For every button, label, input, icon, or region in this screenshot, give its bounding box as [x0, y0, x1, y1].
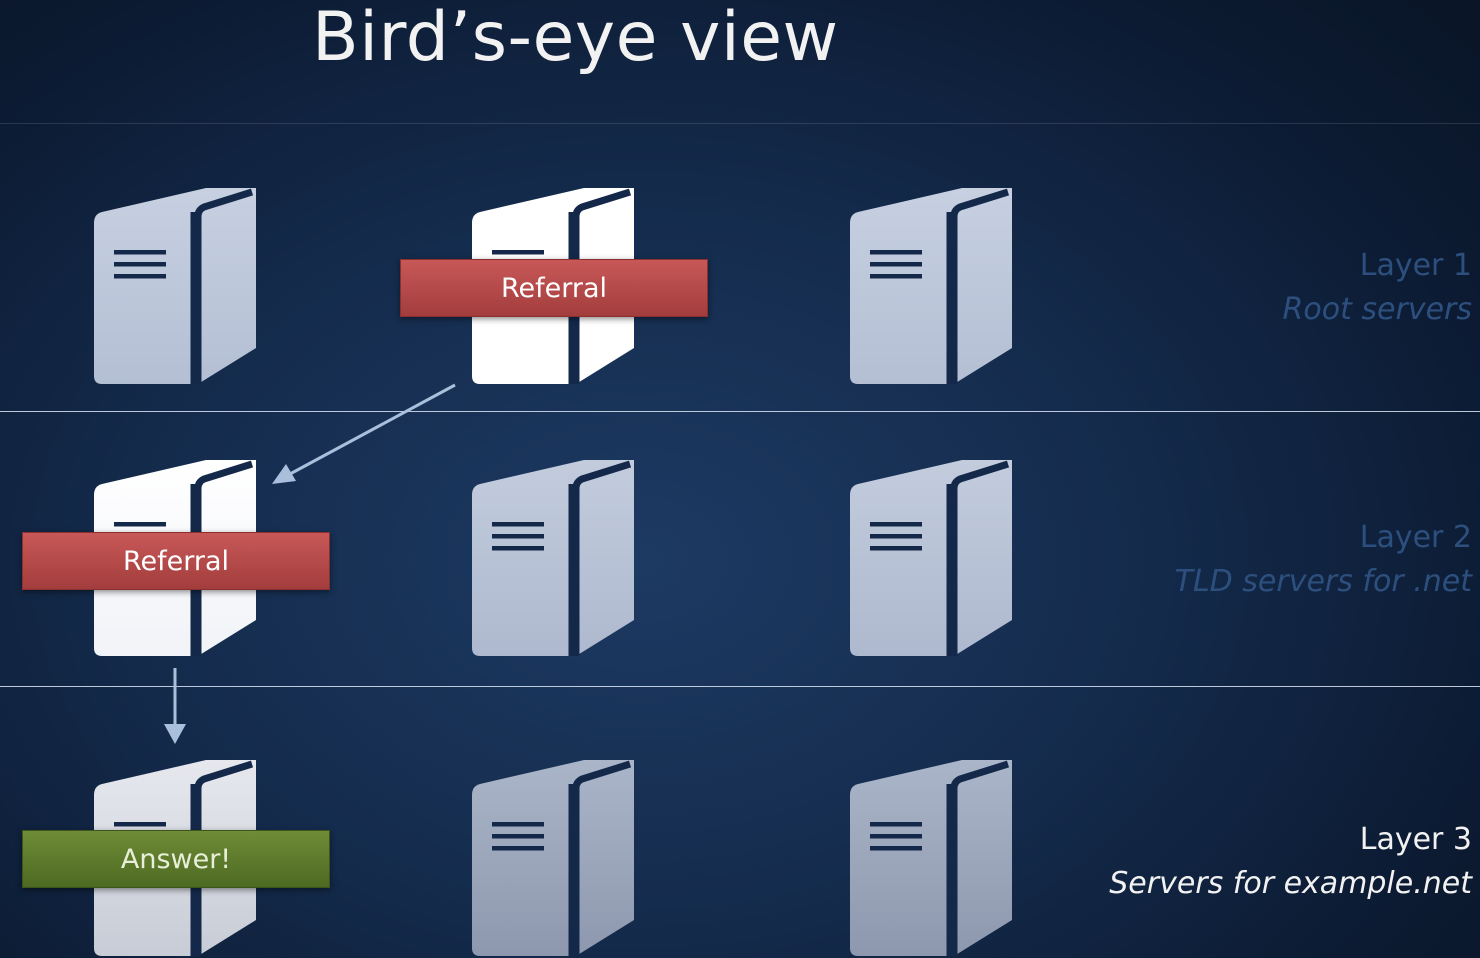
layer-name: Layer 1 — [1359, 248, 1472, 283]
arrow-icon — [164, 668, 186, 744]
divider-layer-2-3 — [0, 686, 1480, 687]
layer-subtitle: Servers for example.net — [1109, 866, 1472, 901]
server-icon — [850, 760, 1012, 958]
layer-name: Layer 2 — [1359, 520, 1472, 555]
divider-layer-1-2 — [0, 411, 1480, 412]
arrow-icon — [272, 383, 456, 484]
divider-top — [0, 123, 1480, 124]
server-icon — [472, 460, 634, 658]
server-icon — [472, 760, 634, 958]
slide-title: Bird’s-eye view — [312, 0, 839, 77]
server-icon — [94, 188, 256, 386]
layer-label-3: Layer 3 Servers for example.net — [1109, 818, 1472, 906]
layer-subtitle: TLD servers for .net — [1174, 564, 1472, 599]
layer-label-2: Layer 2 TLD servers for .net — [1175, 516, 1472, 604]
referral-badge-layer-2: Referral — [22, 532, 330, 590]
server-icon — [850, 188, 1012, 386]
server-icon — [850, 460, 1012, 658]
layer-label-1: Layer 1 Root servers — [1283, 244, 1472, 332]
layer-name: Layer 3 — [1359, 822, 1472, 857]
referral-badge-layer-1: Referral — [400, 259, 708, 317]
answer-badge: Answer! — [22, 830, 330, 888]
layer-subtitle: Root servers — [1282, 292, 1472, 327]
